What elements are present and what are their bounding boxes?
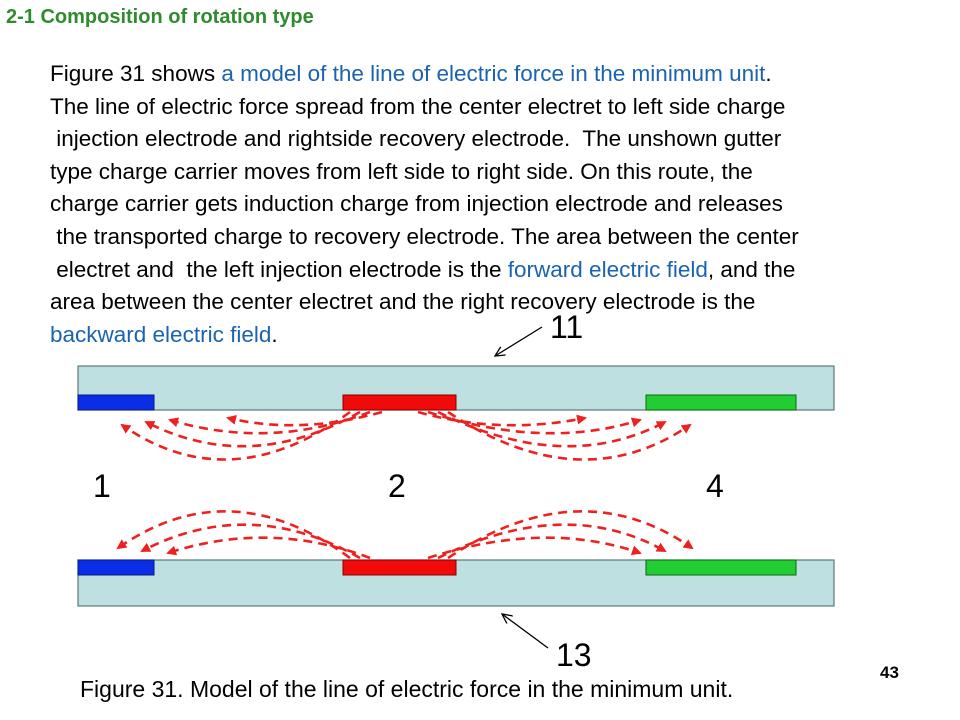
paragraph-text: The line of electric force spread from t… <box>50 93 786 119</box>
highlighted-text: a model of the line of electric force in… <box>221 61 766 86</box>
field-line <box>427 410 642 435</box>
field-line <box>226 410 383 427</box>
top-recovery-electrode <box>645 394 797 411</box>
field-line <box>120 410 351 461</box>
highlighted-text: backward electric field <box>50 321 272 347</box>
field-line <box>116 510 351 560</box>
paragraph-text: electret and the left injection electrod… <box>50 256 508 282</box>
field-line <box>437 523 667 560</box>
paragraph-text: injection electrode and rightside recove… <box>50 126 782 152</box>
paragraph-line: charge carrier gets induction charge fro… <box>50 188 950 221</box>
paragraph-line: backward electric field. <box>50 319 950 352</box>
paragraph-text: Figure 31 shows <box>50 61 222 86</box>
paragraph-text: , and the <box>707 256 796 282</box>
paragraph-text: the transported charge to recovery elect… <box>50 223 799 249</box>
paragraph-line: electret and the left injection electrod… <box>50 254 950 287</box>
bottom-electret <box>342 559 457 576</box>
paragraph-text: type charge carrier moves from left side… <box>50 158 753 184</box>
label-bottom-plate: 13 <box>556 637 592 673</box>
paragraph-line: The line of electric force spread from t… <box>50 91 950 124</box>
bottom-injection-electrode <box>77 559 155 576</box>
paragraph-text: charge carrier gets induction charge fro… <box>50 191 783 217</box>
field-line <box>168 410 371 435</box>
field-line <box>427 536 642 560</box>
figure-caption: Figure 31. Model of the line of electric… <box>80 676 734 702</box>
paragraph-text: . <box>765 61 772 86</box>
paragraph-line: area between the center electret and the… <box>50 286 950 319</box>
field-line <box>417 410 587 427</box>
slide-title: 2-1 Composition of rotation type <box>6 6 314 28</box>
paragraph-line: type charge carrier moves from left side… <box>50 156 950 189</box>
paragraph-line: Figure 31 shows a model of the line of e… <box>50 58 950 91</box>
field-line <box>437 410 667 448</box>
field-line <box>144 410 361 448</box>
page-number: 43 <box>880 663 899 682</box>
paragraph-text: area between the center electret and the… <box>50 289 756 315</box>
paragraph-line: injection electrode and rightside recove… <box>50 123 950 156</box>
label-left-region: 1 <box>93 468 111 504</box>
paragraph-line: the transported charge to recovery elect… <box>50 221 950 254</box>
top-electret <box>342 394 457 411</box>
field-line <box>140 523 361 560</box>
label-right-region: 4 <box>706 468 724 504</box>
label-center-region: 2 <box>388 468 406 504</box>
field-line <box>447 410 692 461</box>
bottom-plate-pointer <box>502 614 549 649</box>
bottom-recovery-electrode <box>645 559 797 576</box>
highlighted-text: forward electric field <box>507 256 708 282</box>
field-line <box>166 536 371 560</box>
label-top-plate: 11 <box>550 309 583 345</box>
paragraph-text: . <box>271 321 278 347</box>
body-paragraph: Figure 31 shows a model of the line of e… <box>50 58 950 351</box>
field-line <box>447 510 694 560</box>
top-injection-electrode <box>77 394 155 411</box>
top-plate-pointer <box>495 326 543 356</box>
